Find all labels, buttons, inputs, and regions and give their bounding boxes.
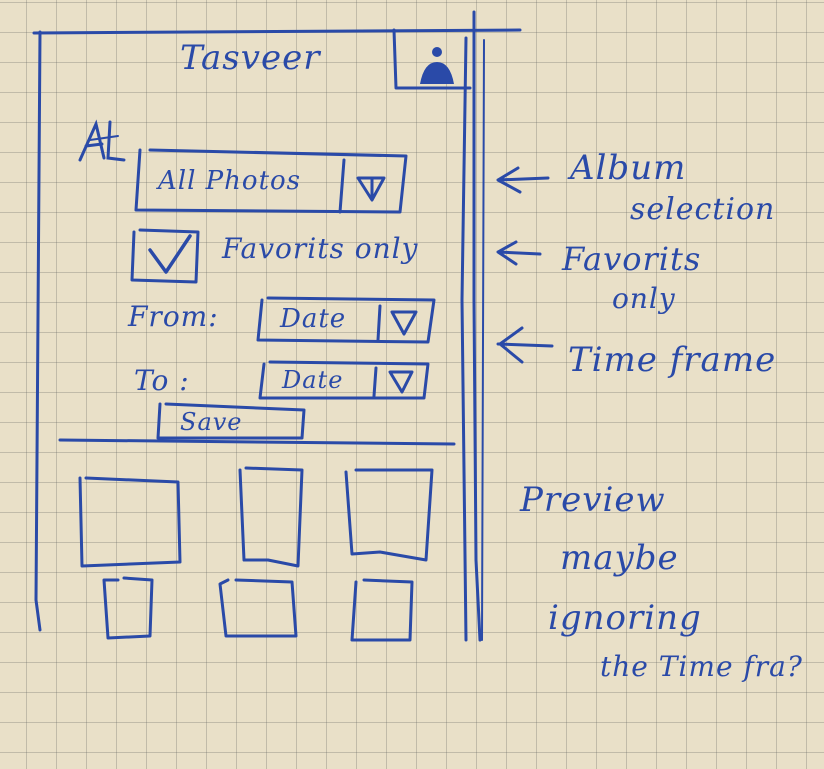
favorites-checkbox-control[interactable] (132, 230, 198, 282)
phone-frame-top (32, 28, 522, 35)
preview-thumb-1 (78, 476, 182, 568)
arrow-favorites (496, 240, 542, 266)
annotation-the-timeframe: the Time fra? (600, 650, 803, 683)
phone-frame-left (34, 30, 42, 632)
annotation-preview: Preview (520, 480, 666, 520)
annotation-maybe: maybe (560, 538, 679, 578)
save-button[interactable] (158, 404, 304, 438)
phone-frame-right (472, 10, 482, 642)
to-label: To : (134, 364, 190, 397)
profile-button[interactable] (394, 30, 470, 88)
favorites-check-mark (148, 234, 192, 274)
annotation-favorites-only: only (612, 282, 676, 315)
from-date-value: Date (280, 304, 347, 334)
profile-box (392, 28, 472, 90)
phone-frame-right-outer (481, 39, 485, 641)
annotation-favorites: Favorits (562, 240, 702, 278)
preview-thumb-2 (238, 466, 304, 568)
favorites-checkbox (130, 228, 200, 284)
person-icon (420, 47, 454, 84)
to-date-value: Date (282, 366, 344, 394)
from-date-arrow (390, 310, 418, 336)
preview-thumb-3 (344, 468, 434, 562)
from-date-divider (376, 304, 382, 342)
from-date-box (256, 296, 436, 344)
preview-separator (58, 438, 456, 446)
to-date-box (258, 360, 430, 400)
chevron-down-icon[interactable] (344, 158, 404, 210)
arrow-timeframe (496, 326, 554, 364)
favorites-label: Favorits only (222, 232, 419, 265)
preview-thumb-5 (218, 578, 298, 638)
annotation-ignoring: ignoring (548, 598, 702, 638)
annotation-timeframe: Time frame (568, 340, 777, 380)
album-dropdown-value: All Photos (158, 166, 302, 196)
save-button-box (156, 402, 306, 440)
annotation-album: Album (570, 148, 687, 188)
album-dropdown-divider (338, 158, 346, 214)
to-date-arrow (388, 370, 414, 394)
app-title: Tasveer (180, 38, 321, 78)
to-date-picker[interactable] (260, 362, 428, 398)
album-scribble-strokes (78, 119, 126, 162)
annotation-album-selection: selection (630, 192, 776, 227)
arrow-album (496, 166, 550, 194)
phone-frame-right-inner (460, 36, 468, 642)
from-date-picker[interactable] (258, 298, 434, 342)
album-dropdown-box (134, 148, 408, 214)
save-button-label: Save (180, 408, 243, 436)
preview-thumb-4 (102, 576, 154, 640)
preview-thumb-6 (350, 578, 414, 642)
to-date-divider (372, 366, 378, 398)
from-label: From: (128, 300, 219, 333)
